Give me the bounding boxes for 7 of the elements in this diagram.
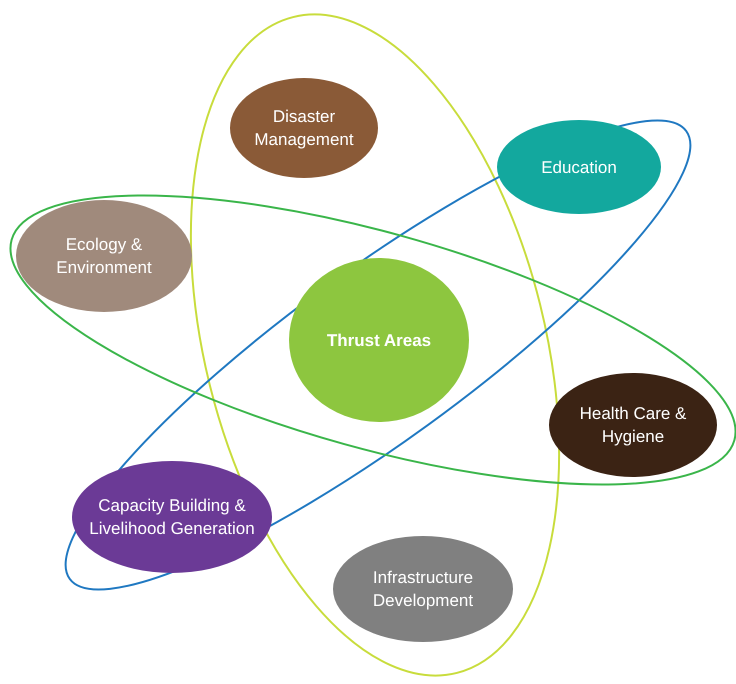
center-title: Thrust Areas: [326, 330, 432, 352]
topic-label: Capacity Building & Livelihood Generation: [88, 495, 256, 540]
topic-label: Disaster Management: [253, 106, 355, 151]
topic-label: Ecology & Environment: [55, 234, 153, 279]
topic-label: Infrastructure Development: [372, 567, 474, 612]
topic-label: Health Care & Hygiene: [578, 403, 688, 448]
topic-label: Education: [541, 156, 617, 178]
